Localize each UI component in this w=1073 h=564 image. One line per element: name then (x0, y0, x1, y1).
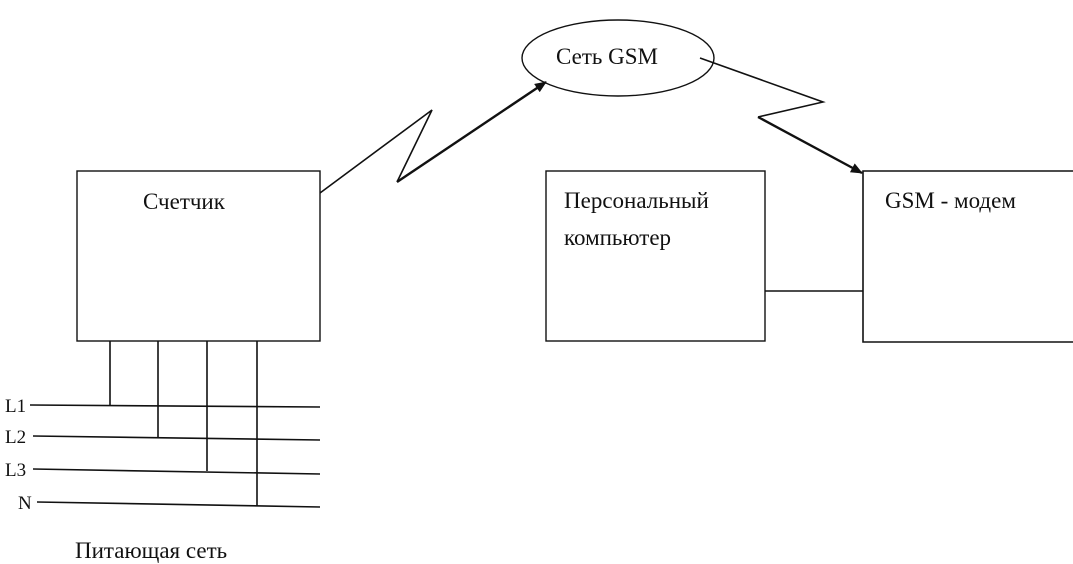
meter-label: Счетчик (143, 189, 226, 214)
pc-box (545, 170, 766, 342)
supply-network: L1 L2 L3 N Питающая сеть (5, 341, 321, 563)
meter-to-network-wireless-link (319, 109, 433, 194)
phase-label-n: N (18, 493, 32, 514)
phase-label-l3: L3 (5, 460, 26, 481)
modem-box (862, 170, 1073, 343)
gsm-network-ellipse (521, 19, 715, 97)
meter-box (76, 170, 321, 342)
network-to-modem-arrow (757, 115, 863, 175)
supply-line-l3 (32, 468, 321, 475)
meter-to-network-arrow (396, 81, 547, 183)
modem-block: GSM - модем (862, 170, 1073, 343)
gsm-network-node: Сеть GSM (521, 19, 715, 97)
supply-line-l1 (29, 404, 321, 408)
gsm-network-label: Сеть GSM (556, 44, 658, 69)
meter-block: Счетчик (76, 170, 321, 342)
pc-label-line1: Персональный (564, 188, 709, 213)
supply-line-l2 (32, 435, 321, 441)
pc-label-line2: компьютер (564, 225, 671, 250)
modem-label: GSM - модем (885, 188, 1016, 213)
supply-line-n (36, 501, 321, 508)
phase-label-l1: L1 (5, 396, 26, 417)
phase-label-l2: L2 (5, 427, 26, 448)
network-to-modem-wireless-link (699, 57, 826, 118)
pc-block: Персональный компьютер (545, 170, 766, 342)
supply-network-label: Питающая сеть (75, 538, 227, 563)
